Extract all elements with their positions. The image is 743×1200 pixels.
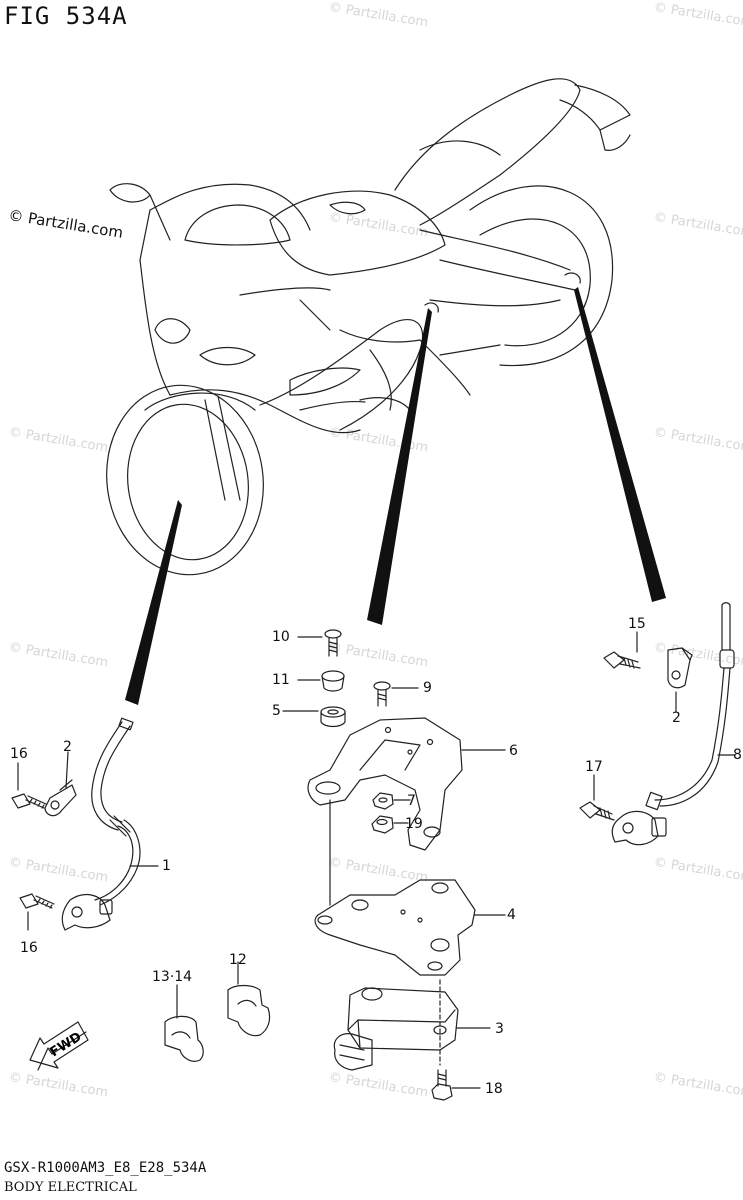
diagram-code: GSX-R1000AM3_E8_E28_534A bbox=[4, 1160, 207, 1176]
motorcycle-illustration bbox=[106, 78, 631, 576]
cable-clamps bbox=[164, 961, 271, 1062]
callout-12: 12 bbox=[229, 952, 247, 968]
callout-7: 7 bbox=[407, 793, 416, 809]
center-bracket-assembly bbox=[282, 629, 506, 1101]
callout-15: 15 bbox=[628, 616, 646, 632]
callout-19: 19 bbox=[405, 816, 423, 832]
fwd-direction-arrow bbox=[29, 1021, 89, 1071]
front-wheel-speed-sensor-group bbox=[11, 717, 159, 931]
callout-16-lower: 16 bbox=[20, 940, 38, 956]
callout-2-rear: 2 bbox=[672, 710, 681, 726]
section-title: BODY ELECTRICAL bbox=[4, 1180, 137, 1195]
callout-10: 10 bbox=[272, 629, 290, 645]
figure-title: FIG 534A bbox=[4, 2, 128, 30]
callout-13-14: 13·14 bbox=[152, 969, 193, 985]
callout-9: 9 bbox=[423, 680, 432, 696]
callout-18: 18 bbox=[485, 1081, 503, 1097]
callout-5: 5 bbox=[272, 703, 281, 719]
callout-16-upper: 16 bbox=[10, 746, 28, 762]
callout-3: 3 bbox=[495, 1021, 504, 1037]
callout-2-front: 2 bbox=[63, 739, 72, 755]
rear-wheel-speed-sensor-group bbox=[579, 602, 736, 846]
callout-11: 11 bbox=[272, 672, 290, 688]
callout-17: 17 bbox=[585, 759, 603, 775]
callout-6: 6 bbox=[509, 743, 518, 759]
callout-1: 1 bbox=[162, 858, 171, 874]
callout-8: 8 bbox=[733, 747, 742, 763]
callout-4: 4 bbox=[507, 907, 516, 923]
pointer-wedges bbox=[125, 287, 666, 705]
